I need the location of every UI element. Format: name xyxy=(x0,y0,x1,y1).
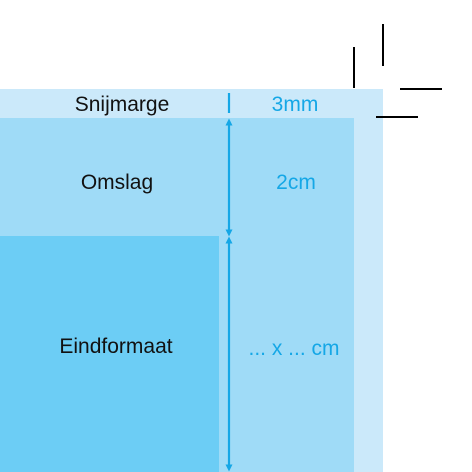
cover-label: Omslag xyxy=(81,171,153,194)
crop-marks xyxy=(353,24,442,118)
bleed-measurement: 3mm xyxy=(272,93,319,116)
bleed-label: Snijmarge xyxy=(75,93,170,116)
final-size-area xyxy=(0,236,219,472)
final-size-measurement: ... x ... cm xyxy=(248,337,339,360)
cover-measurement: 2cm xyxy=(276,171,316,194)
final-size-label: Eindformaat xyxy=(59,335,172,358)
